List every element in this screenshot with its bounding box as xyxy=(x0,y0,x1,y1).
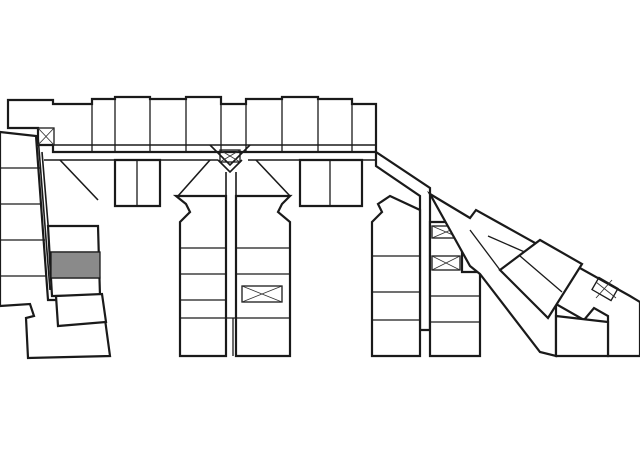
east-wing xyxy=(427,190,640,358)
north-wing xyxy=(6,95,378,154)
east-central-wing xyxy=(370,149,482,358)
middle-upper-units xyxy=(113,158,364,208)
highlighted-unit[interactable] xyxy=(50,251,101,279)
stair-top-left xyxy=(37,127,55,146)
west-wing xyxy=(0,130,112,360)
central-south-wing xyxy=(172,194,293,358)
